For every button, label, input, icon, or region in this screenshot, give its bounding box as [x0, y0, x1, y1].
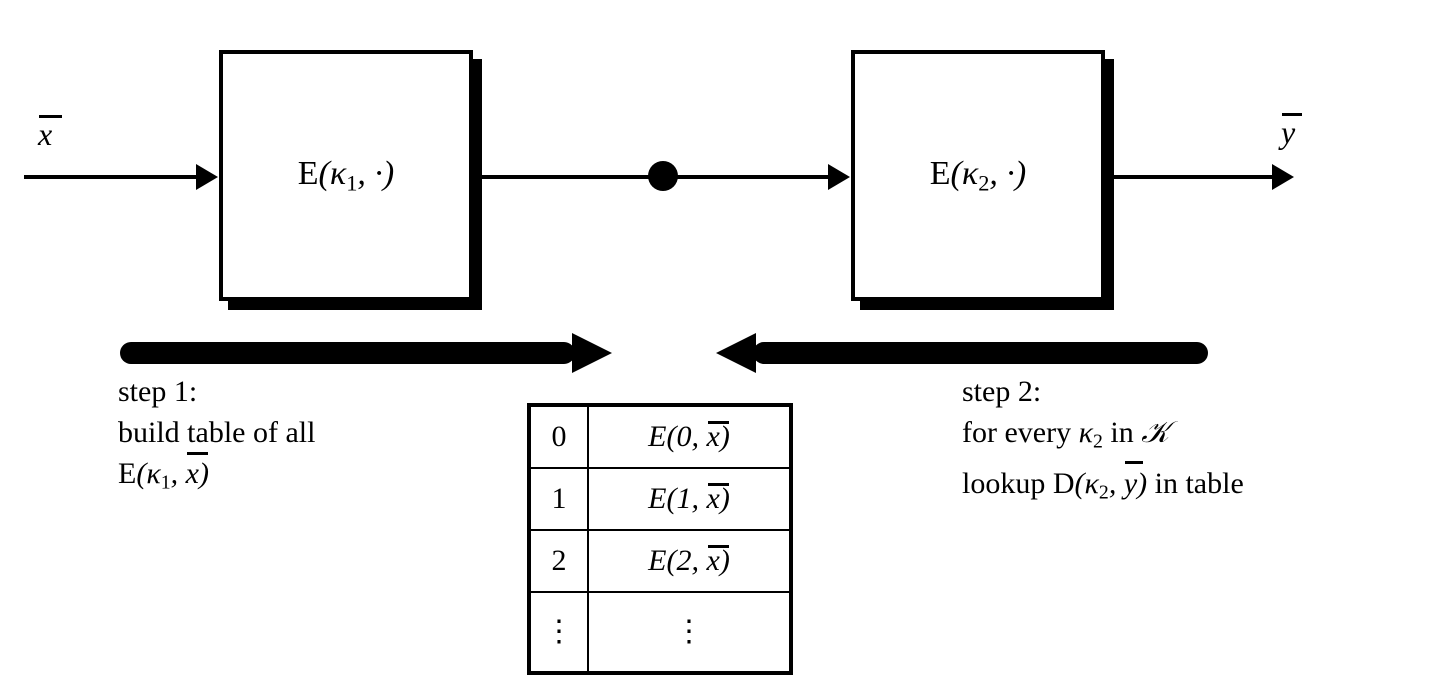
table-row[interactable]: ⋮ ⋮ — [528, 591, 792, 674]
midpoint-node-dot — [648, 161, 678, 191]
step-2-caption: step 2: for every κ2 in 𝒦 lookup D(κ2, y… — [962, 371, 1244, 513]
table-cell-key: 2 — [528, 529, 589, 593]
lookup-table[interactable]: 0 E(0, x) 1 E(1, x) 2 E(2, x) ⋮ — [527, 403, 793, 675]
table-cell-value: E(1, x) — [587, 467, 792, 531]
step-1-line-2: build table of all — [118, 416, 316, 449]
table-row[interactable]: 1 E(1, x) — [528, 467, 792, 531]
table-row[interactable]: 0 E(0, x) — [528, 404, 792, 469]
step-1-arrow-shaft — [120, 342, 575, 364]
encrypt-block-2-label: E(κ2, ·) — [929, 154, 1027, 195]
middle-wire-right — [676, 175, 833, 179]
step-2-arrowhead-icon — [716, 333, 756, 373]
middle-wire-left — [473, 175, 649, 179]
step-2-arrow — [716, 333, 1208, 373]
table-cell-key: ⋮ — [528, 591, 589, 674]
encrypt-block-1[interactable]: E(κ1, ·) — [219, 50, 473, 301]
step-1-arrowhead-icon — [572, 333, 612, 373]
table-cell-value: ⋮ — [587, 591, 792, 674]
step-1-line-3: E(κ1, x) — [118, 451, 315, 504]
table-cell-value: E(2, x) — [587, 529, 792, 593]
step-2-arrow-shaft — [753, 342, 1208, 364]
input-label-xbar: x — [38, 115, 63, 150]
input-arrowhead-icon — [196, 164, 218, 190]
encrypt-block-1-label: E(κ1, ·) — [297, 154, 395, 195]
output-wire — [1105, 175, 1275, 179]
step-1-arrow — [120, 333, 612, 373]
table-cell-key: 1 — [528, 467, 589, 531]
input-wire — [24, 175, 200, 179]
table-cell-value: E(0, x) — [587, 404, 792, 469]
table-row[interactable]: 2 E(2, x) — [528, 529, 792, 593]
step-2-line-1: step 2: — [962, 375, 1042, 408]
step-1-line-1: step 1: — [118, 375, 198, 408]
table-cell-key: 0 — [528, 404, 589, 469]
encrypt-block-2[interactable]: E(κ2, ·) — [851, 50, 1105, 301]
lookup-table-body: 0 E(0, x) 1 E(1, x) 2 E(2, x) ⋮ — [528, 404, 792, 674]
step-2-line-3: lookup D(κ2, y) in table — [962, 461, 1244, 514]
output-arrowhead-icon — [1272, 164, 1294, 190]
middle-arrowhead-icon — [828, 164, 850, 190]
step-1-caption: step 1: build table of all E(κ1, x) — [118, 371, 315, 504]
output-label-ybar: y — [1281, 113, 1302, 148]
step-2-line-2: for every κ2 in 𝒦 — [962, 415, 1170, 453]
